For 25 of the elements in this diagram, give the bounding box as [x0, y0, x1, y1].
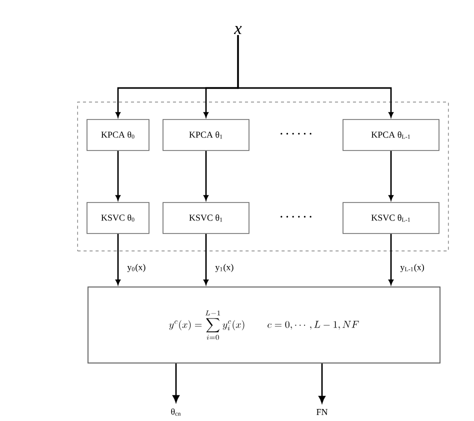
- arrow: [388, 234, 394, 285]
- arrow: [318, 364, 326, 404]
- output-label: θ$_{cn}$: [171, 408, 181, 416]
- arrow: [237, 35, 394, 118]
- process-box: KSVC θ$_{L-1}$: [342, 202, 440, 234]
- arrow: [388, 150, 394, 200]
- process-box: KSVC θ$_{0}$: [86, 202, 150, 234]
- edge-label: y$_{1}$(x): [214, 262, 235, 274]
- formula-box: $y^{c}(x)=\sum_{i=0}^{L-1} y_{i}^{c}(x)$ $c=0,\cdots,L-1,NF$: [88, 286, 440, 364]
- arrow: [116, 150, 120, 200]
- arrow: [172, 364, 180, 402]
- arrow: [204, 150, 208, 200]
- process-box: KPCA θ$_{1}$: [162, 119, 250, 151]
- process-box: KPCA θ$_{L-1}$: [342, 119, 440, 151]
- input-label: x: [234, 26, 242, 34]
- output-label: FN: [316, 409, 328, 415]
- arrow: [116, 234, 120, 285]
- arrow: [204, 234, 208, 285]
- process-box: KPCA θ$_{0}$: [86, 119, 150, 151]
- edge-label: y$_{0}$(x): [126, 262, 147, 274]
- ellipsis: · · · · · ·: [280, 132, 312, 135]
- group-frame: [77, 102, 449, 252]
- process-box: KSVC θ$_{1}$: [162, 202, 250, 234]
- edge-label: y$_{L-1}$(x): [399, 262, 426, 274]
- ellipsis: · · · · · ·: [280, 216, 312, 218]
